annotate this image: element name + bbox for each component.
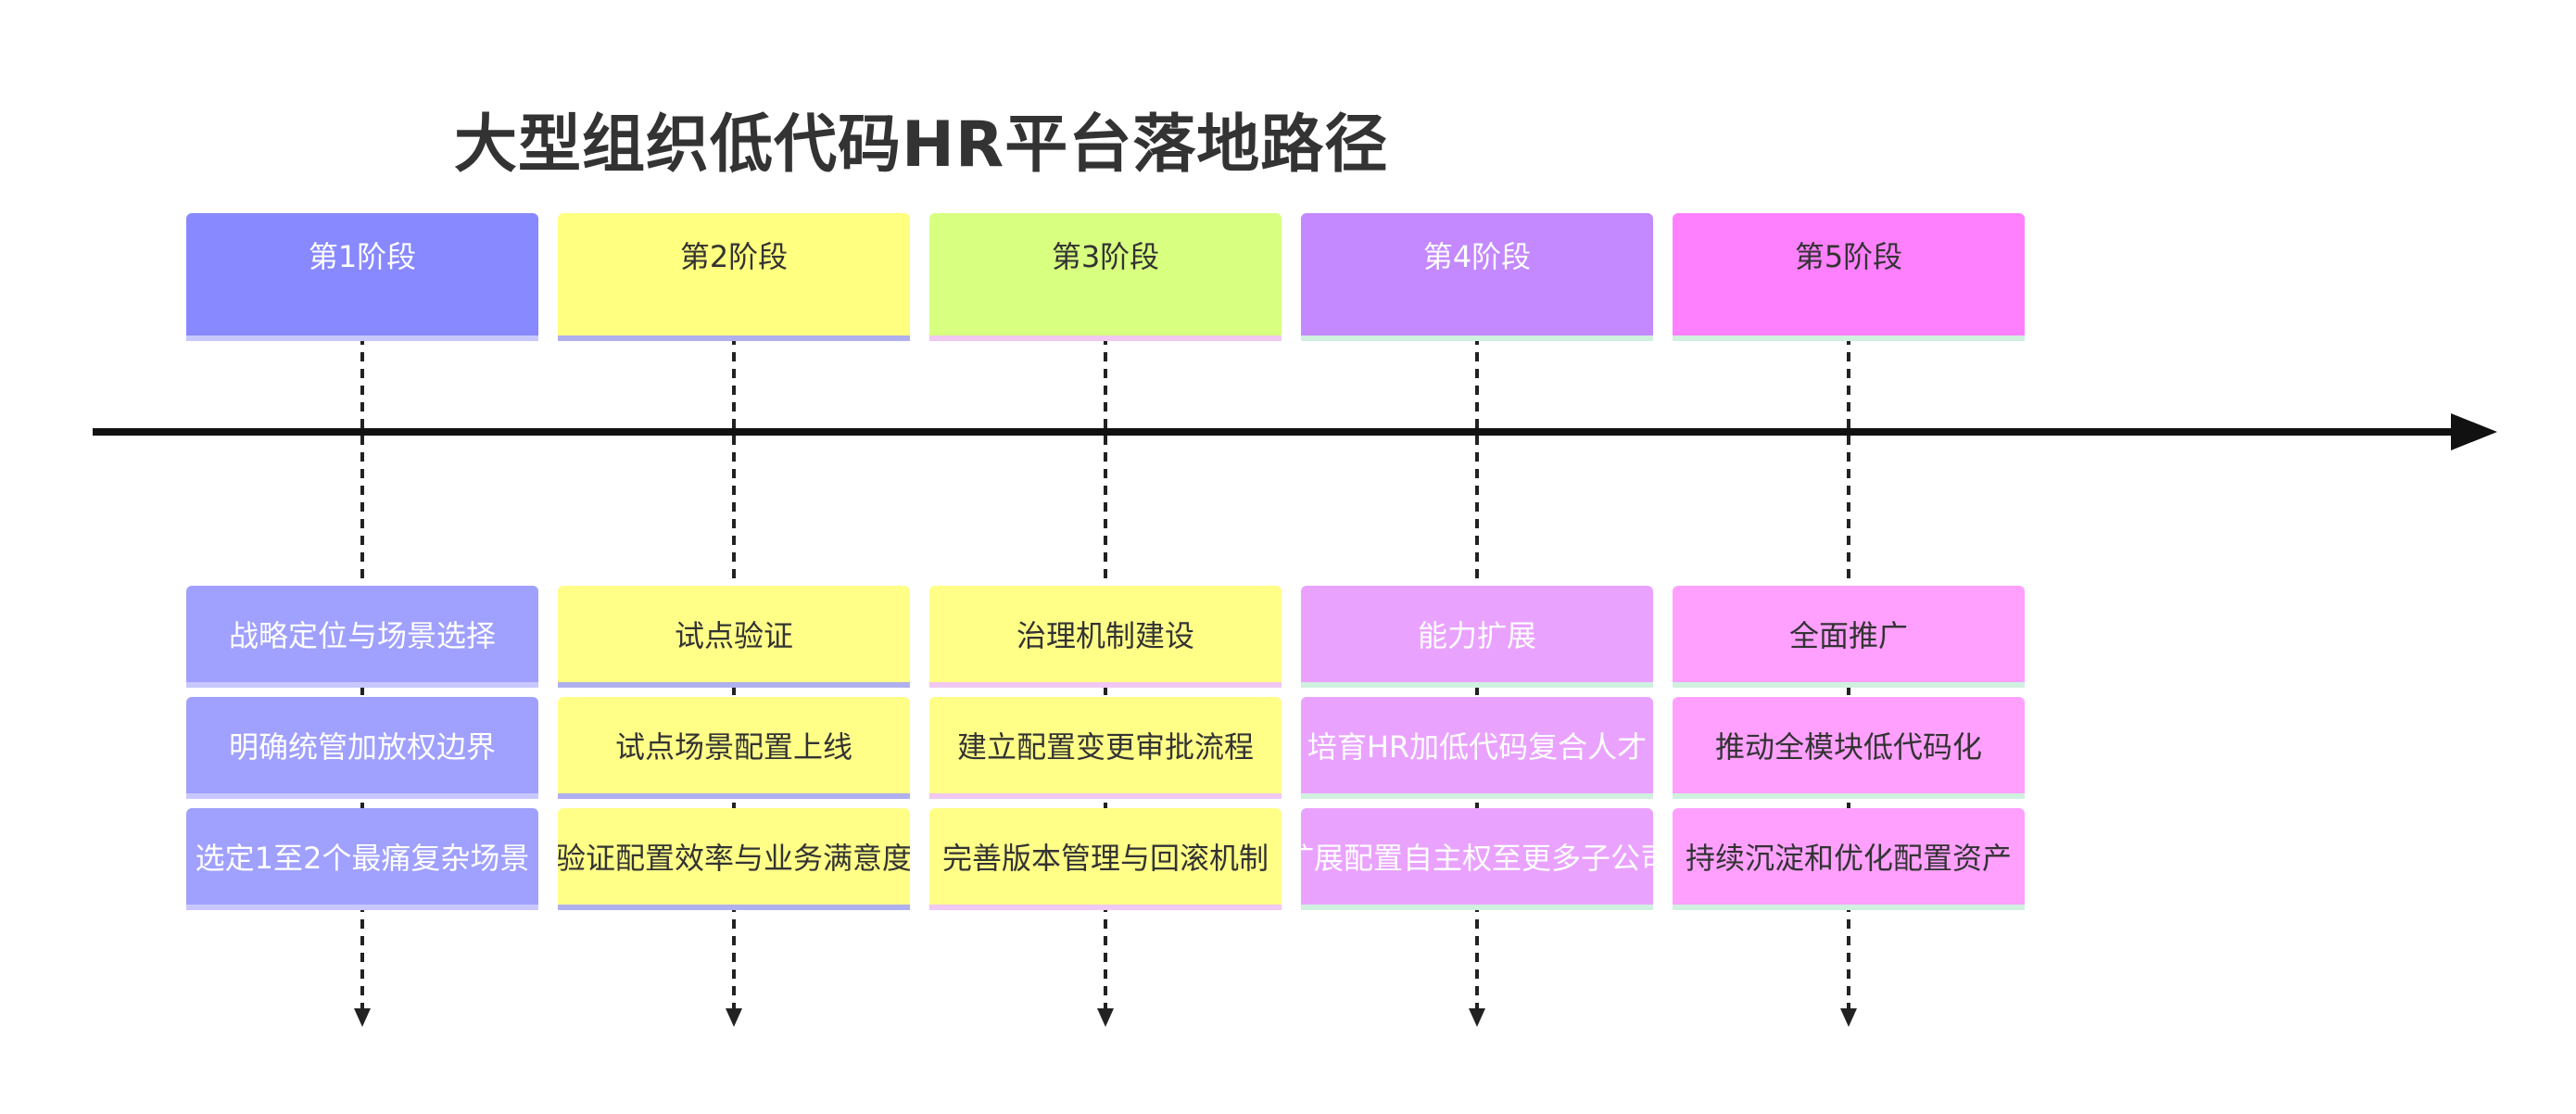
stage-task-underline: [929, 793, 1282, 799]
stage-header-underline: [1301, 335, 1653, 341]
stage-task-title: 能力扩展: [1301, 586, 1653, 682]
arrow-down-icon: [726, 1008, 742, 1027]
stage-header: 第3阶段: [929, 213, 1282, 335]
timeline-arrowhead-icon: [2451, 413, 2497, 450]
stage-header: 第5阶段: [1673, 213, 2025, 335]
stage-task-item: 验证配置效率与业务满意度: [558, 808, 910, 905]
stage-task-underline: [1301, 793, 1653, 799]
stage-task-item: 完善版本管理与回滚机制: [929, 808, 1282, 905]
page-title: 大型组织低代码HR平台落地路径: [454, 108, 1389, 182]
stage-header-underline: [929, 335, 1282, 341]
stage-task-item: 选定1至2个最痛复杂场景: [186, 808, 538, 905]
stage-task-item: 明确统管加放权边界: [186, 697, 538, 793]
stage-task-underline: [1673, 793, 2025, 799]
stage-task-title: 战略定位与场景选择: [186, 586, 538, 682]
stage-header-underline: [558, 335, 910, 341]
stage-task-underline: [929, 905, 1282, 910]
stage-task-underline: [558, 682, 910, 688]
arrow-down-icon: [1840, 1008, 1857, 1027]
arrow-down-icon: [354, 1008, 371, 1027]
stage-task-underline: [186, 682, 538, 688]
stage-header-underline: [186, 335, 538, 341]
stage-task-title: 全面推广: [1673, 586, 2025, 682]
stage-task-underline: [1673, 905, 2025, 910]
stage-task-item: 持续沉淀和优化配置资产: [1673, 808, 2025, 905]
stage-task-underline: [1301, 682, 1653, 688]
stage-task-underline: [1301, 905, 1653, 910]
stage-task-underline: [558, 905, 910, 910]
stage-header: 第2阶段: [558, 213, 910, 335]
stage-task-item: 推动全模块低代码化: [1673, 697, 2025, 793]
stage-task-item: 建立配置变更审批流程: [929, 697, 1282, 793]
stage-task-underline: [558, 793, 910, 799]
stage-task-item: 扩展配置自主权至更多子公司: [1301, 808, 1653, 905]
arrow-down-icon: [1097, 1008, 1114, 1027]
stage-task-underline: [186, 905, 538, 910]
stage-task-underline: [929, 682, 1282, 688]
stage-header: 第4阶段: [1301, 213, 1653, 335]
stage-header-underline: [1673, 335, 2025, 341]
stage-task-title: 治理机制建设: [929, 586, 1282, 682]
stage-header: 第1阶段: [186, 213, 538, 335]
stage-task-underline: [186, 793, 538, 799]
arrow-down-icon: [1469, 1008, 1485, 1027]
stage-task-underline: [1673, 682, 2025, 688]
stage-task-item: 试点场景配置上线: [558, 697, 910, 793]
stage-task-title: 试点验证: [558, 586, 910, 682]
stage-task-item: 培育HR加低代码复合人才: [1301, 697, 1653, 793]
